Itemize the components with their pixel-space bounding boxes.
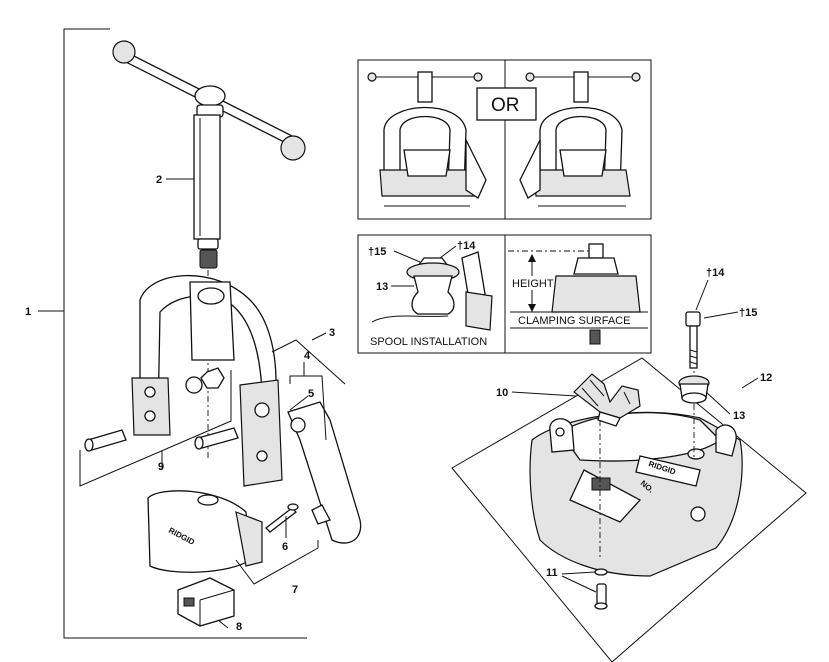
jaw-part: RIDGID: [147, 490, 299, 573]
inset-or-panel: OR: [357, 59, 652, 220]
spool-callout-14: †14: [457, 240, 476, 252]
pins: [84, 427, 239, 452]
callout-15: †15: [739, 307, 757, 319]
latch-handle-part: [287, 401, 362, 544]
vise-view-right: [519, 71, 641, 207]
callout-1: 1: [25, 306, 31, 318]
or-label: OR: [491, 95, 520, 116]
jaw-insert-part: [177, 577, 235, 629]
inset-spool-panel: †15 †14 13 SPOOL INSTALLATION HEIGHT CLA…: [357, 234, 652, 354]
base-part: RIDGID NO.: [529, 411, 743, 577]
bolt-part: [685, 311, 701, 369]
height-label: HEIGHT: [512, 278, 554, 290]
spool-installation-label: SPOOL INSTALLATION: [370, 336, 487, 348]
vee-jaw-part: [573, 373, 641, 427]
callout-7: 7: [292, 584, 298, 596]
yoke-part: [131, 274, 283, 487]
spool-callout-13: 13: [376, 281, 388, 293]
height-drawing: [508, 243, 648, 345]
assembly-bracket: [38, 28, 307, 639]
or-box: [476, 87, 537, 121]
callout-12: 12: [760, 372, 772, 384]
callout-2: 2: [156, 174, 162, 186]
callout-6: 6: [282, 541, 288, 553]
spool-drawing: [371, 251, 493, 331]
bottom-bolt-part: [594, 568, 608, 610]
screw-handle-part: [112, 40, 306, 460]
spool-part: [678, 375, 710, 404]
callout-3: 3: [329, 327, 335, 339]
callout-11: 11: [546, 567, 558, 579]
callout-5: 5: [308, 388, 314, 400]
vise-view-left: [367, 71, 487, 207]
callout-13: 13: [733, 410, 745, 422]
bracket-4: [289, 375, 327, 441]
callout-9: 9: [158, 461, 164, 473]
bracket-3: [271, 339, 346, 385]
callout-4: 4: [304, 350, 311, 362]
bracket-9: [79, 370, 232, 487]
callout-8: 8: [236, 621, 242, 633]
callout-10: 10: [496, 387, 508, 399]
callout-14: †14: [706, 267, 725, 279]
clamping-surface-label: CLAMPING SURFACE: [518, 315, 630, 327]
bracket-7: [235, 540, 319, 585]
spool-callout-15: †15: [368, 246, 386, 258]
